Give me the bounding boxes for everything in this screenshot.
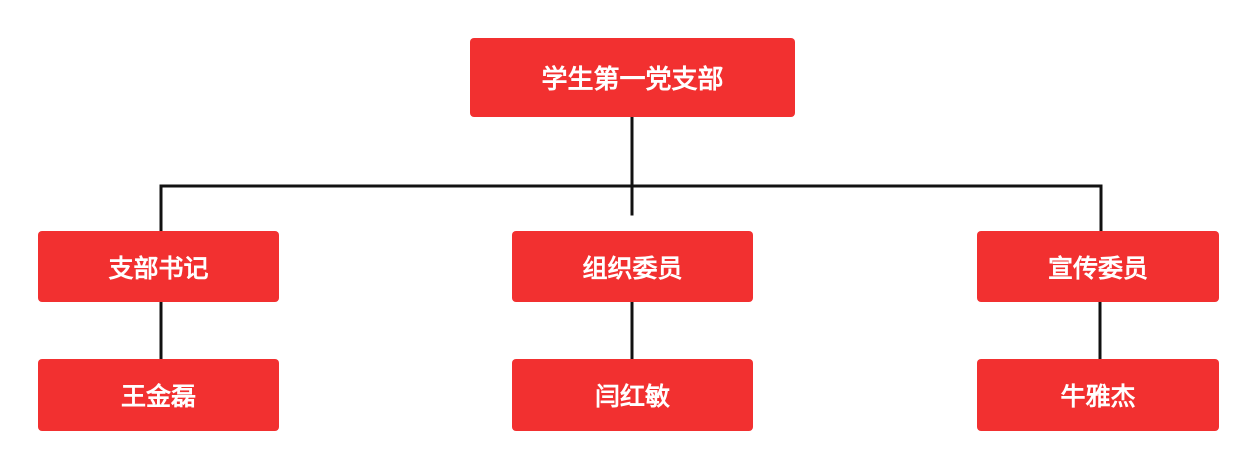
role-node-publicity: 宣传委员	[977, 231, 1219, 302]
person-node-label: 闫红敏	[594, 382, 670, 411]
role-node-label: 宣传委员	[1047, 253, 1148, 283]
person-node-publicity: 牛雅杰	[977, 359, 1219, 431]
person-node-secretary: 王金磊	[38, 359, 279, 431]
person-node-organization: 闫红敏	[512, 359, 753, 431]
role-node-label: 支部书记	[108, 253, 209, 283]
person-node-label: 王金磊	[120, 382, 196, 411]
person-node-label: 牛雅杰	[1060, 382, 1136, 411]
root-node-party-branch: 学生第一党支部	[470, 38, 795, 117]
role-node-secretary: 支部书记	[38, 231, 279, 302]
root-node-label: 学生第一党支部	[541, 65, 724, 95]
role-node-organization: 组织委员	[512, 231, 753, 302]
role-node-label: 组织委员	[582, 253, 683, 283]
